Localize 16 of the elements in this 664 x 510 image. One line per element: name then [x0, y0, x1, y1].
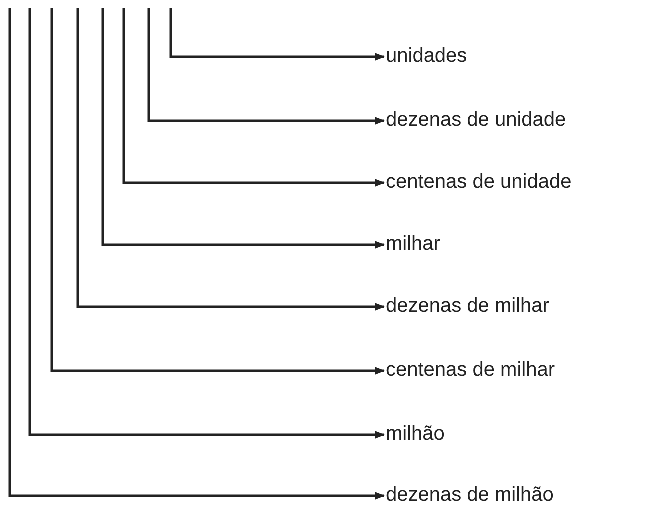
leader-line [76, 8, 385, 311]
leader-line [148, 8, 385, 125]
place-value-label: milhar [386, 232, 440, 256]
place-value-label: dezenas de milhar [386, 294, 550, 318]
place-value-label: centenas de unidade [386, 170, 572, 194]
leader-line [8, 8, 385, 500]
leader-line [102, 8, 385, 249]
place-value-label: centenas de milhar [386, 358, 555, 382]
place-value-label: milhão [386, 422, 445, 446]
leader-line [170, 8, 385, 61]
leader-line [28, 8, 385, 439]
leader-line [122, 8, 385, 187]
place-value-label: dezenas de milhão [386, 483, 554, 507]
place-value-label: unidades [386, 44, 468, 68]
leader-line [50, 8, 385, 375]
place-value-label: dezenas de unidade [386, 108, 566, 132]
